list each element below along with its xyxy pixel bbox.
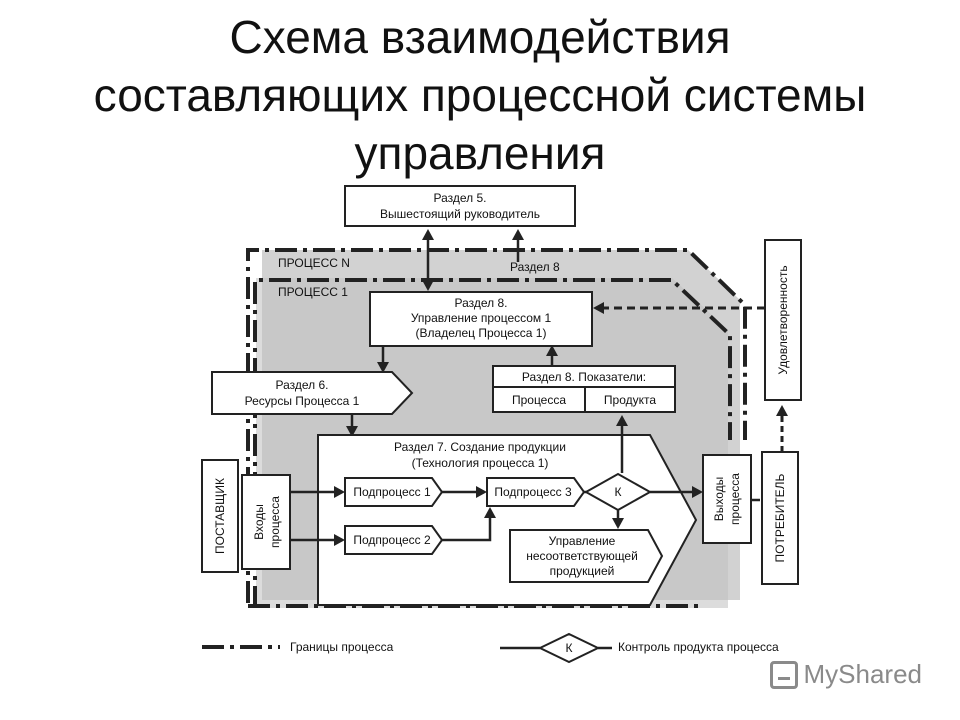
satisfaction-label: Удовлетворенность	[776, 265, 790, 374]
myshared-logo-icon	[769, 660, 798, 689]
outputs-line1: Выходы	[712, 477, 726, 522]
arrow-head-up-5	[616, 415, 628, 426]
process-mgmt-box	[369, 291, 593, 347]
indicators-col1: Процесса	[512, 393, 566, 407]
arrow-sp2-to-sp3	[442, 514, 492, 542]
watermark-text: MyShared	[803, 659, 923, 689]
slide-title: Схема взаимодействия составляющих процес…	[0, 8, 960, 182]
outputs-line2: процесса	[728, 473, 742, 525]
nonconformity-line3: продукцией	[550, 564, 615, 578]
arrow-head-down-4	[612, 518, 624, 529]
supplier-box	[201, 459, 239, 573]
nonconformity-line2: несоответствующей	[526, 549, 638, 563]
title-line-1: Схема взаимодействия	[229, 11, 731, 63]
title-line-2: составляющих процессной системы	[93, 69, 867, 121]
arrow-head-up-4	[484, 507, 496, 518]
satisfaction-box	[764, 239, 802, 401]
legend-k-letter: К	[566, 641, 573, 655]
arrow-head-down-3	[346, 426, 358, 437]
supplier-label: ПОСТАВЩИК	[213, 478, 227, 554]
subprocess1-label: Подпроцесс 1	[353, 485, 431, 499]
arrow-head-up-3	[546, 345, 558, 356]
top-manager-box	[344, 185, 576, 227]
nonconformity-line1: Управление	[549, 534, 616, 548]
consumer-label: ПОТРЕБИТЕЛЬ	[773, 473, 787, 562]
nonconformity-shape	[509, 529, 664, 583]
process-mgmt-line1: Раздел 8.	[454, 296, 507, 310]
subprocess2-label: Подпроцесс 2	[353, 533, 431, 547]
title-line-3: управления	[354, 127, 606, 179]
process-n-label: ПРОЦЕСС N	[278, 256, 350, 270]
subprocess3-label: Подпроцесс 3	[494, 485, 572, 499]
arrow-head-right-1	[334, 486, 345, 498]
indicators-col2: Продукта	[604, 393, 656, 407]
subprocess1-shape	[344, 477, 444, 507]
watermark: MyShared	[769, 659, 923, 690]
subprocess2-shape	[344, 525, 444, 555]
resources-line2: Ресурсы Процесса 1	[245, 394, 360, 408]
inputs-box	[241, 474, 291, 570]
legend-control-text: Контроль продукта процесса	[618, 640, 779, 654]
arrow-head-right-2	[334, 534, 345, 546]
resources-line1: Раздел 6.	[275, 378, 328, 392]
inputs-line2: процесса	[268, 496, 282, 548]
outputs-box	[702, 454, 752, 544]
process-mgmt-line3: (Владелец Процесса 1)	[416, 326, 547, 340]
resources-shape	[211, 371, 414, 415]
process-mgmt-line2: Управление процессом 1	[411, 311, 552, 325]
process-n-boundary	[246, 248, 747, 603]
arrow-head-down-2	[377, 362, 389, 373]
arrow-head-right-3	[476, 486, 487, 498]
control-k-label: К	[615, 485, 622, 499]
arrow-head-up-2	[512, 229, 524, 240]
subprocess3-shape	[486, 477, 586, 507]
legend-boundary-text: Границы процесса	[290, 640, 394, 654]
legend-k-diamond	[537, 632, 601, 664]
arrow-head-right-4	[692, 486, 703, 498]
arrow-head-down-1	[422, 280, 434, 291]
process-1-label: ПРОЦЕСС 1	[278, 285, 348, 299]
feedback-arrow-head	[593, 302, 604, 314]
top-manager-line1: Раздел 5.	[433, 191, 486, 205]
production-line1: Раздел 7. Создание продукции	[394, 440, 566, 454]
top-manager-line2: Вышестоящий руководитель	[380, 207, 540, 221]
section8-label: Раздел 8	[510, 260, 560, 274]
production-line2: (Технология процесса 1)	[412, 456, 549, 470]
arrow-head-up-6	[776, 405, 788, 416]
inputs-line1: Входы	[252, 504, 266, 540]
consumer-box	[761, 451, 799, 585]
arrow-head-up-1	[422, 229, 434, 240]
indicators-title: Раздел 8. Показатели:	[522, 370, 646, 384]
